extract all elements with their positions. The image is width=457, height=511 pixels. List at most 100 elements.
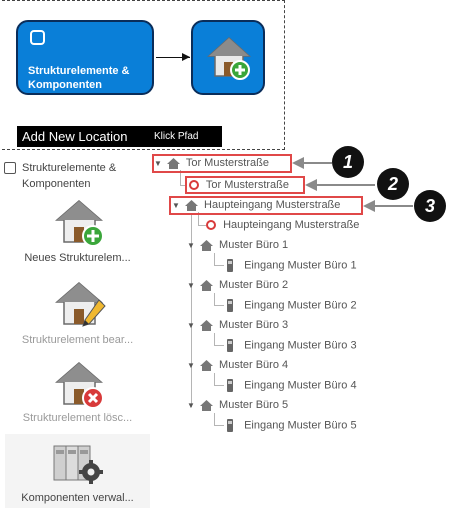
tree-connector: [214, 293, 215, 305]
house-icon: [199, 239, 213, 251]
pointer-line-3: [373, 205, 413, 207]
tree-item-label: Muster Büro 3: [219, 319, 289, 331]
tree-connector: [214, 425, 224, 426]
house-icon: [184, 199, 198, 211]
tree-item-label: Muster Büro 2: [219, 279, 289, 291]
tree-item-label: Muster Büro 5: [219, 399, 289, 411]
house-icon: [199, 399, 213, 411]
house-edit-icon: [55, 280, 107, 330]
tree-item-label: Eingang Muster Büro 4: [244, 379, 357, 392]
tree-item-root[interactable]: ▼ Tor Musterstraße: [154, 157, 269, 169]
instruction-banner: Add New Location Klick Pfad: [17, 126, 222, 147]
status-circle-icon: [189, 180, 199, 191]
tree-item-label: Tor Musterstraße: [205, 179, 289, 191]
tree-item-root-child[interactable]: Tor Musterstraße: [189, 179, 289, 191]
tree-connector: [180, 185, 187, 186]
expand-triangle-icon: ▼: [187, 361, 195, 370]
components-gear-icon: [50, 440, 106, 486]
tree-item-office-2[interactable]: ▼ Muster Büro 2: [187, 279, 288, 291]
tree-item-label: Muster Büro 4: [219, 359, 289, 371]
structure-checkbox-label: Strukturelemente & Komponenten: [22, 162, 117, 190]
expand-triangle-icon: ▼: [187, 401, 195, 410]
pointer-arrowhead-2: [305, 179, 317, 191]
door-reader-icon: [226, 299, 234, 312]
tree-item-label: Haupteingang Musterstraße: [204, 199, 341, 211]
tree-item-office-1[interactable]: ▼ Muster Büro 1: [187, 239, 288, 251]
house-delete-icon: [55, 360, 107, 410]
highlight-box-3: [169, 196, 363, 215]
pointer-line-1: [302, 162, 332, 164]
expand-triangle-icon: ▼: [172, 201, 180, 210]
tree-item-label: Eingang Muster Büro 3: [244, 339, 357, 352]
structure-checkbox[interactable]: [4, 162, 16, 174]
house-add-icon: [55, 198, 107, 248]
tree-item-label: Eingang Muster Büro 1: [244, 259, 357, 272]
tree-item-office-3-entry[interactable]: Eingang Muster Büro 3: [226, 339, 357, 352]
tree-connector: [214, 413, 215, 425]
sequence-flow: [156, 57, 190, 58]
house-add-icon: [207, 34, 251, 82]
tree-item-label: Muster Büro 1: [219, 239, 289, 251]
tree-connector: [198, 225, 206, 226]
highlight-box-1: [152, 154, 292, 173]
expand-triangle-icon: ▼: [187, 281, 195, 290]
edit-structure-element-button[interactable]: Strukturelement bear...: [5, 276, 150, 350]
tree-connector: [180, 170, 181, 185]
tool-label: Komponenten verwal...: [21, 492, 134, 504]
house-icon: [199, 279, 213, 291]
tree-item-label: Eingang Muster Büro 5: [244, 419, 357, 432]
activity-label: Strukturelemente & Komponenten: [28, 65, 130, 91]
expand-triangle-icon: ▼: [154, 159, 162, 168]
tool-label: Neues Strukturelem...: [24, 252, 131, 264]
expand-triangle-icon: ▼: [187, 241, 195, 250]
tool-label: Strukturelement bear...: [21, 334, 134, 346]
tree-item-office-5[interactable]: ▼ Muster Büro 5: [187, 399, 288, 411]
activity-add-location[interactable]: [191, 20, 265, 95]
pointer-line-2: [315, 184, 375, 186]
delete-structure-element-button[interactable]: Strukturelement lösc...: [5, 356, 150, 430]
sequence-flow-arrowhead: [182, 53, 190, 61]
tree-connector: [214, 305, 224, 306]
manage-components-button[interactable]: Komponenten verwal...: [5, 434, 150, 508]
tree-connector: [214, 265, 224, 266]
callout-3: 3: [414, 190, 446, 222]
pointer-arrowhead-1: [292, 157, 304, 169]
tree-item-label: Tor Musterstraße: [185, 157, 269, 169]
highlight-box-2: [185, 176, 305, 194]
tree-item-entrance[interactable]: ▼ Haupteingang Musterstraße: [172, 199, 340, 211]
banner-subtitle: Klick Pfad: [154, 131, 199, 142]
tree-connector: [214, 333, 215, 345]
door-reader-icon: [226, 259, 234, 272]
house-icon: [199, 359, 213, 371]
house-icon: [166, 157, 180, 169]
tree-item-office-1-entry[interactable]: Eingang Muster Büro 1: [226, 259, 357, 272]
tree-item-label: Haupteingang Musterstraße: [223, 219, 360, 231]
activity-strukturelemente[interactable]: Strukturelemente & Komponenten: [16, 20, 154, 95]
tree-item-office-2-entry[interactable]: Eingang Muster Büro 2: [226, 299, 357, 312]
tree-connector: [214, 345, 224, 346]
tree-connector: [214, 253, 215, 265]
tree-item-label: Eingang Muster Büro 2: [244, 299, 357, 312]
door-reader-icon: [226, 379, 234, 392]
callout-2: 2: [377, 168, 409, 200]
tool-label: Strukturelement lösc...: [22, 412, 133, 424]
expand-triangle-icon: ▼: [187, 321, 195, 330]
tree-connector: [214, 373, 215, 385]
door-reader-icon: [226, 419, 234, 432]
tree-item-entrance-child[interactable]: Haupteingang Musterstraße: [206, 219, 359, 231]
pointer-arrowhead-3: [363, 200, 375, 212]
tree-item-office-5-entry[interactable]: Eingang Muster Büro 5: [226, 419, 357, 432]
tree-connector: [198, 212, 199, 225]
door-reader-icon: [226, 339, 234, 352]
task-marker-icon: [30, 30, 45, 45]
status-circle-icon: [206, 220, 216, 231]
tree-item-office-4[interactable]: ▼ Muster Büro 4: [187, 359, 288, 371]
banner-title: Add New Location: [22, 129, 128, 144]
process-diagram: [2, 0, 285, 150]
new-structure-element-button[interactable]: Neues Strukturelem...: [5, 194, 150, 268]
tree-connector: [214, 385, 224, 386]
tree-item-office-3[interactable]: ▼ Muster Büro 3: [187, 319, 288, 331]
tree-item-office-4-entry[interactable]: Eingang Muster Büro 4: [226, 379, 357, 392]
tree-connector: [191, 215, 192, 407]
callout-1: 1: [332, 146, 364, 178]
